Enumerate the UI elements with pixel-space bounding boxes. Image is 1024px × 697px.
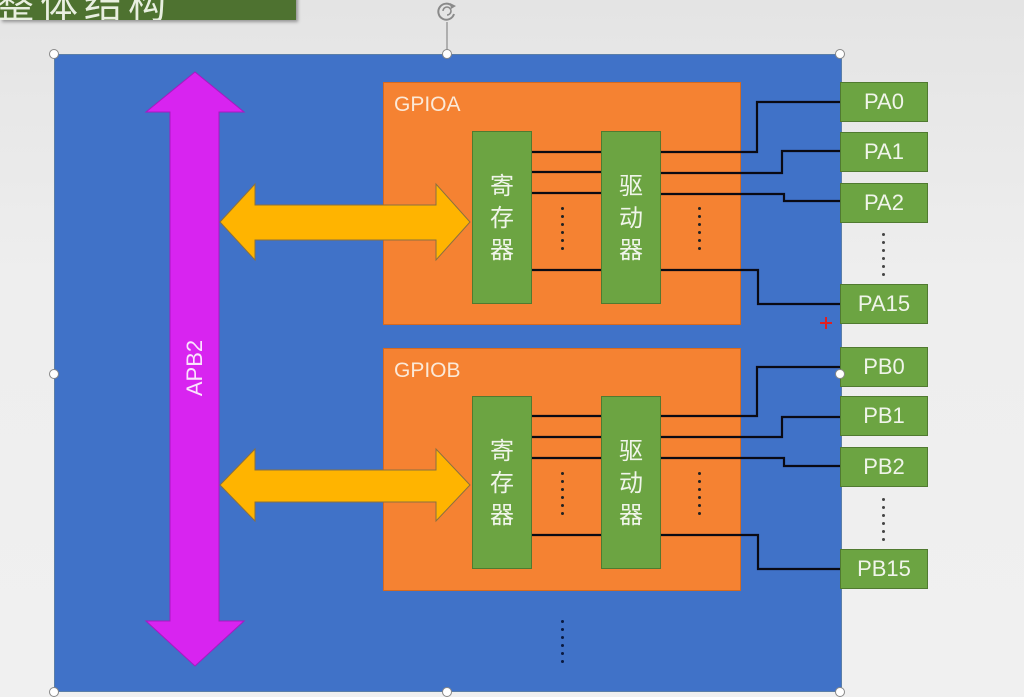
resize-handle-tr[interactable] bbox=[835, 49, 845, 59]
pin-pb2[interactable]: PB2 bbox=[840, 447, 928, 487]
apb2-bus-arrow[interactable] bbox=[144, 71, 246, 667]
char: 器 bbox=[490, 500, 514, 529]
resize-handle-tm[interactable] bbox=[442, 49, 452, 59]
gpioa-ellipsis-drv bbox=[698, 207, 702, 250]
wire-pb0 bbox=[661, 365, 840, 418]
resize-handle-ml[interactable] bbox=[49, 369, 59, 379]
char: 器 bbox=[619, 235, 643, 264]
cross-cursor-icon bbox=[820, 317, 832, 329]
wire-pb15 bbox=[661, 533, 840, 571]
wire-pb1 bbox=[661, 415, 840, 439]
gpiob-ellipsis-reg bbox=[561, 472, 565, 515]
wire-pa1 bbox=[661, 149, 840, 175]
ports-ellipsis bbox=[561, 620, 565, 663]
pin-pa1[interactable]: PA1 bbox=[840, 132, 928, 172]
apb2-label: APB2 bbox=[182, 339, 207, 397]
pin-pb1[interactable]: PB1 bbox=[840, 396, 928, 436]
wire-pa0 bbox=[661, 100, 840, 154]
char: 存 bbox=[490, 468, 514, 497]
wire-pa15 bbox=[661, 268, 840, 306]
char: 动 bbox=[619, 203, 643, 232]
char: 驱 bbox=[619, 171, 643, 200]
resize-handle-bl[interactable] bbox=[49, 687, 59, 697]
char: 寄 bbox=[490, 436, 514, 465]
pa-ellipsis bbox=[882, 233, 886, 276]
title-text: 整体结构 bbox=[0, 0, 172, 20]
char: 器 bbox=[490, 235, 514, 264]
resize-handle-br[interactable] bbox=[835, 687, 845, 697]
gpioa-bus-arrow[interactable] bbox=[219, 182, 471, 262]
char: 器 bbox=[619, 500, 643, 529]
pin-pa0[interactable]: PA0 bbox=[840, 82, 928, 122]
pin-pa15[interactable]: PA15 bbox=[840, 284, 928, 324]
gpiob-label: GPIOB bbox=[394, 359, 461, 382]
resize-handle-tl[interactable] bbox=[49, 49, 59, 59]
title-banner: 整体结构 bbox=[0, 0, 296, 20]
pin-pb15[interactable]: PB15 bbox=[840, 549, 928, 589]
wire-pa2 bbox=[661, 192, 840, 203]
rotate-icon[interactable] bbox=[434, 0, 460, 22]
gpioa-label: GPIOA bbox=[394, 93, 461, 116]
gpioa-driver-block[interactable]: 驱 动 器 bbox=[601, 131, 661, 304]
char: 驱 bbox=[619, 436, 643, 465]
pin-pb0[interactable]: PB0 bbox=[840, 347, 928, 387]
resize-handle-mr[interactable] bbox=[835, 369, 845, 379]
gpiob-driver-block[interactable]: 驱 动 器 bbox=[601, 396, 661, 569]
pin-pa2[interactable]: PA2 bbox=[840, 183, 928, 223]
pb-ellipsis bbox=[882, 498, 886, 541]
wire-pb2 bbox=[661, 456, 840, 468]
char: 动 bbox=[619, 468, 643, 497]
gpiob-bus-arrow[interactable] bbox=[219, 447, 471, 523]
gpioa-register-block[interactable]: 寄 存 器 bbox=[472, 131, 532, 304]
gpiob-ellipsis-drv bbox=[698, 472, 702, 515]
gpioa-ellipsis-reg bbox=[561, 207, 565, 250]
gpiob-register-block[interactable]: 寄 存 器 bbox=[472, 396, 532, 569]
char: 寄 bbox=[490, 171, 514, 200]
resize-handle-bm[interactable] bbox=[442, 687, 452, 697]
char: 存 bbox=[490, 203, 514, 232]
